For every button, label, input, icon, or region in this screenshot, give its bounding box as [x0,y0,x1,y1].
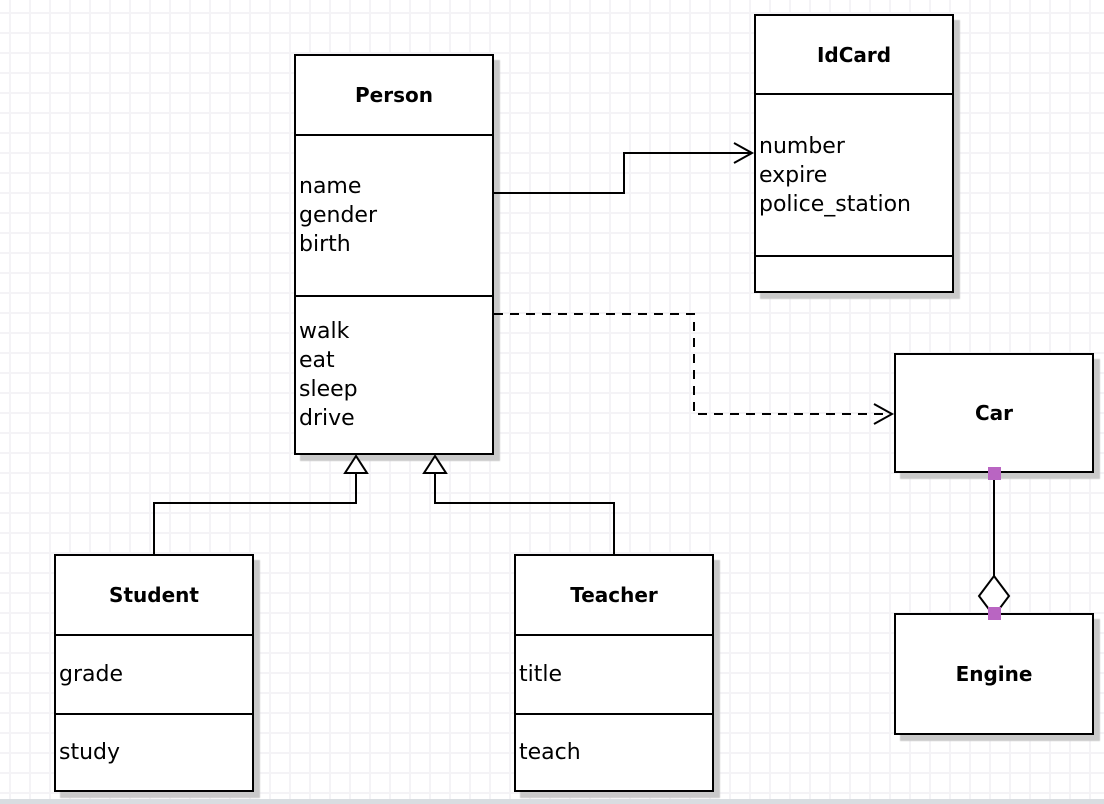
method-row: eat [299,348,335,373]
attribute-row: number [759,133,845,159]
class-title-idcard: IdCard [816,42,892,67]
class-node-engine[interactable]: Engine [894,613,1094,735]
edge-car-engine-aggregation[interactable] [977,467,1011,620]
methods-compartment-idcard [756,257,952,291]
method-row: study [59,740,121,765]
attribute-row: grade [59,662,123,687]
edge-person-idcard-association[interactable] [494,142,755,194]
class-title-person: Person [355,83,433,107]
compartment-divider [296,134,492,136]
open-arrowhead-icon [873,403,895,425]
class-node-car[interactable]: Car [894,353,1094,473]
canvas-bottom-edge-strip [0,799,1104,804]
class-node-teacher[interactable]: Teacher title teach [514,554,714,792]
attributes-compartment-idcard: number expire police_station [756,95,952,255]
methods-compartment-teacher: teach [516,715,712,790]
compartment-divider [516,634,712,636]
edge-line[interactable] [434,473,615,554]
class-node-person[interactable]: Person name gender birth walk eat sleep … [294,54,494,455]
attributes-compartment-person: name gender birth [296,136,492,295]
edge-person-car-dependency[interactable] [494,313,895,425]
attributes-compartment-student: grade [56,636,252,713]
edge-student-person-inheritance[interactable] [153,454,369,554]
class-title-student: Student [109,583,199,607]
methods-compartment-person: walk eat sleep drive [296,297,492,453]
edge-line[interactable] [153,473,357,554]
class-title-teacher: Teacher [570,583,658,607]
method-row: drive [299,406,355,431]
open-arrowhead-icon [733,142,755,164]
edge-line[interactable] [494,152,750,194]
attribute-row: name [299,174,362,199]
class-title-engine: Engine [955,662,1033,686]
compartment-divider [296,295,492,297]
method-row: sleep [299,377,358,402]
class-node-idcard[interactable]: IdCard number expire police_station [754,14,954,293]
hollow-diamond-icon [977,574,1011,618]
hollow-triangle-icon [343,454,369,474]
attribute-row: police_station [759,191,911,217]
compartment-divider [756,93,952,95]
method-row: teach [519,740,581,765]
compartment-divider [516,713,712,715]
compartment-divider [56,713,252,715]
attribute-row: title [519,662,563,687]
class-title-car: Car [974,401,1014,425]
edge-line[interactable] [494,313,890,415]
class-node-student[interactable]: Student grade study [54,554,254,792]
edge-teacher-person-inheritance[interactable] [422,454,615,554]
attributes-compartment-teacher: title [516,636,712,713]
methods-compartment-student: study [56,715,252,790]
hollow-triangle-icon [422,454,448,474]
attribute-row: gender [299,203,377,228]
method-row: walk [299,319,350,344]
compartment-divider [56,634,252,636]
attribute-row: expire [759,162,828,188]
attribute-row: birth [299,232,351,257]
compartment-divider [756,255,952,257]
